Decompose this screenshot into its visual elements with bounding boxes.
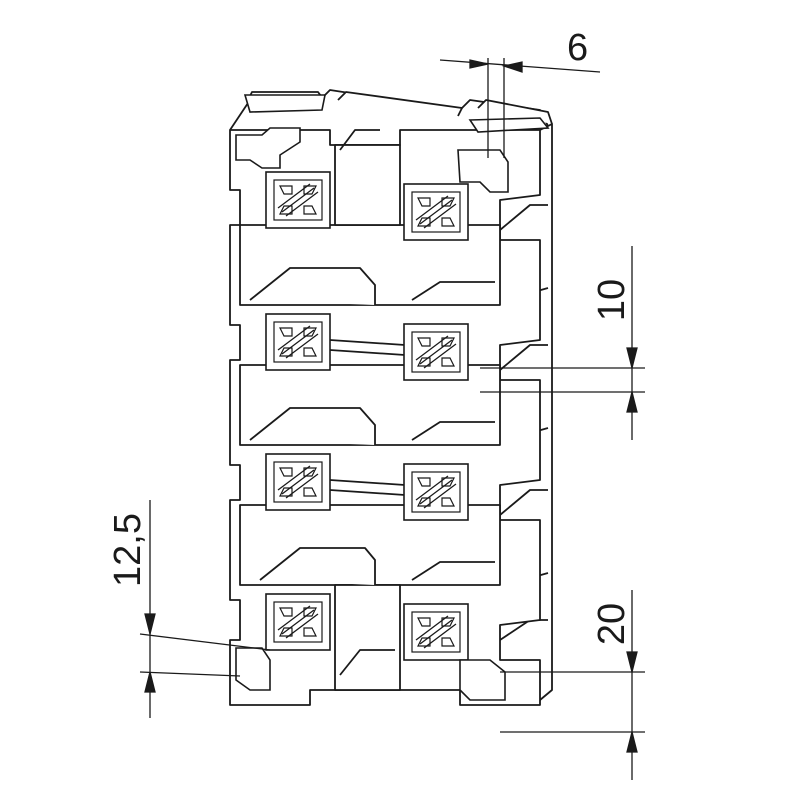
dimension-lines [139, 58, 645, 780]
dimension-label-12-5: 12,5 [107, 513, 149, 587]
dimension-label-6: 6 [567, 27, 588, 69]
dimension-label-20: 20 [591, 603, 633, 645]
aluminium-profile [229, 89, 553, 706]
dimension-label-10: 10 [591, 279, 633, 321]
corner-slots [235, 94, 550, 701]
